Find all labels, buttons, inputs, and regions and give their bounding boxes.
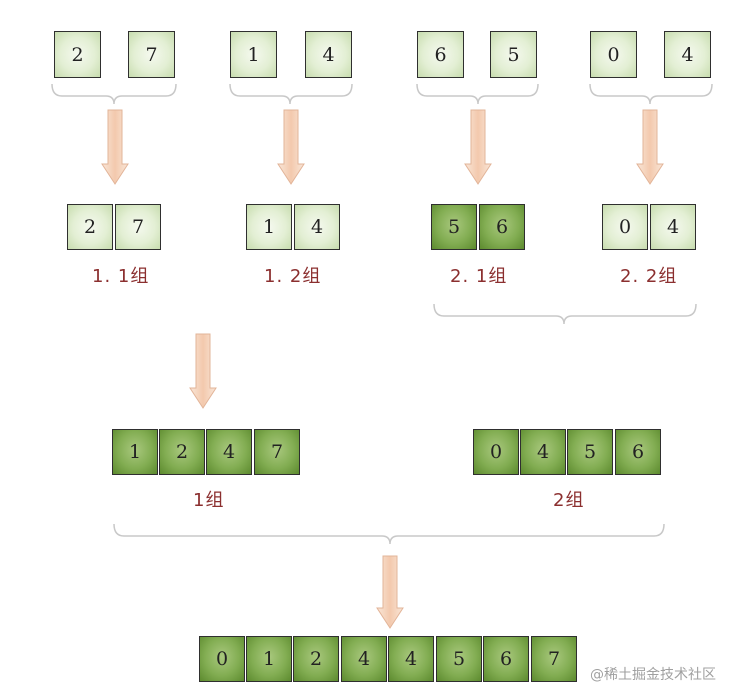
element-cell: 6 (479, 204, 525, 250)
element-cell: 0 (473, 429, 519, 475)
element-cell: 7 (531, 636, 577, 682)
down-arrow-icon (464, 109, 492, 185)
element-cell: 5 (431, 204, 477, 250)
element-cell: 1 (112, 429, 158, 475)
down-arrow-icon (189, 333, 217, 409)
brace (433, 303, 697, 325)
element-cell: 1 (246, 636, 292, 682)
element-cell: 2 (54, 31, 101, 78)
brace (416, 83, 539, 105)
element-cell: 4 (341, 636, 387, 682)
element-cell: 6 (483, 636, 529, 682)
element-cell: 4 (664, 31, 711, 78)
element-cell: 4 (206, 429, 252, 475)
down-arrow-icon (277, 109, 305, 185)
element-cell: 5 (436, 636, 482, 682)
element-cell: 7 (254, 429, 300, 475)
watermark: @稀土掘金技术社区 (590, 667, 716, 683)
brace (113, 523, 665, 545)
element-cell: 1 (246, 204, 292, 250)
group-label: 1组 (193, 490, 225, 511)
element-cell: 4 (520, 429, 566, 475)
group-label: 2. 1组 (450, 266, 508, 287)
brace (51, 83, 177, 105)
down-arrow-icon (376, 555, 404, 629)
group-label: 1. 1组 (92, 266, 150, 287)
element-cell: 4 (294, 204, 340, 250)
element-cell: 4 (388, 636, 434, 682)
element-cell: 5 (490, 31, 537, 78)
down-arrow-icon (101, 109, 129, 185)
element-cell: 2 (67, 204, 113, 250)
element-cell: 0 (199, 636, 245, 682)
element-cell: 4 (650, 204, 696, 250)
element-cell: 7 (128, 31, 175, 78)
group-label: 1. 2组 (264, 266, 322, 287)
group-label: 2. 2组 (620, 266, 678, 287)
element-cell: 0 (602, 204, 648, 250)
down-arrow-icon (636, 109, 664, 185)
brace (589, 83, 713, 105)
brace (229, 83, 353, 105)
group-label: 2组 (553, 490, 585, 511)
element-cell: 4 (305, 31, 352, 78)
element-cell: 2 (293, 636, 339, 682)
element-cell: 7 (115, 204, 161, 250)
element-cell: 6 (417, 31, 464, 78)
element-cell: 2 (159, 429, 205, 475)
element-cell: 6 (615, 429, 661, 475)
element-cell: 0 (590, 31, 637, 78)
element-cell: 1 (230, 31, 277, 78)
element-cell: 5 (567, 429, 613, 475)
